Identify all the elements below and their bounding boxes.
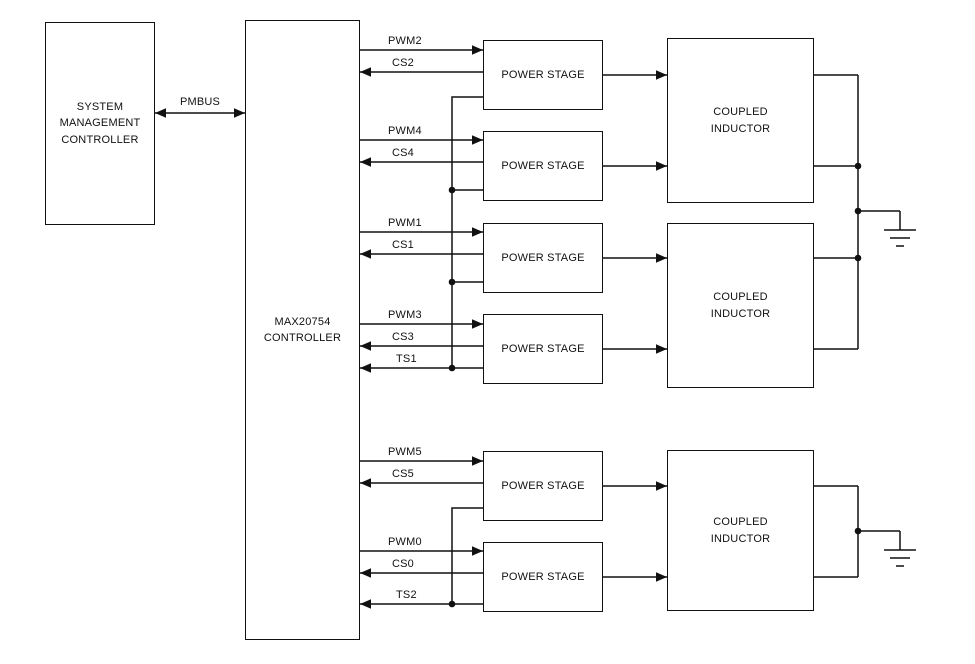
power-stage-4-label: POWER STAGE <box>501 342 585 355</box>
coupled-inductor-3-label: COUPLED INDUCTOR <box>710 516 771 545</box>
ts2-label: TS2 <box>396 589 417 601</box>
arrow-ps5-out <box>656 481 667 491</box>
box-power-stage-6: POWER STAGE <box>483 542 603 612</box>
power-stage-3-label: POWER STAGE <box>501 251 585 264</box>
coupled-inductor-2-label: COUPLED INDUCTOR <box>710 291 771 320</box>
box-power-stage-5: POWER STAGE <box>483 451 603 521</box>
arrow-cs5 <box>360 478 371 488</box>
arrow-ps3-out <box>656 253 667 263</box>
arrow-pwm4 <box>472 135 483 145</box>
box-coupled-inductor-3: COUPLED INDUCTOR <box>667 450 814 611</box>
ground-symbol-top <box>884 211 916 247</box>
arrow-cs3 <box>360 341 371 351</box>
arrow-cs4 <box>360 157 371 167</box>
arrow-ps1-out <box>656 70 667 80</box>
arrow-pmbus-right <box>234 108 245 118</box>
output-bus-bottom <box>814 485 900 578</box>
arrow-ps4-out <box>656 344 667 354</box>
cs5-label: CS5 <box>392 468 414 480</box>
wire-ts1 <box>360 96 483 369</box>
system-management-controller-label: SYSTEM MANAGEMENT CONTROLLER <box>59 100 141 146</box>
cs0-label: CS0 <box>392 558 414 570</box>
power-stage-1-label: POWER STAGE <box>501 68 585 81</box>
arrow-ts1 <box>360 363 371 373</box>
box-power-stage-4: POWER STAGE <box>483 314 603 384</box>
ground-symbol-bottom <box>884 531 916 567</box>
junction-dots <box>448 162 862 608</box>
arrow-cs0 <box>360 568 371 578</box>
box-coupled-inductor-2: COUPLED INDUCTOR <box>667 223 814 388</box>
arrow-pwm2 <box>472 45 483 55</box>
wire-ts2 <box>360 507 483 605</box>
output-bus-top <box>814 74 900 350</box>
power-stage-6-label: POWER STAGE <box>501 570 585 583</box>
box-max20754-controller: MAX20754 CONTROLLER <box>245 20 360 640</box>
box-power-stage-1: POWER STAGE <box>483 40 603 110</box>
arrow-pwm0 <box>472 546 483 556</box>
ts1-label: TS1 <box>396 353 417 365</box>
arrow-ts2 <box>360 599 371 609</box>
arrow-ps6-out <box>656 572 667 582</box>
power-stage-5-label: POWER STAGE <box>501 479 585 492</box>
cs2-label: CS2 <box>392 57 414 69</box>
pwm1-label: PWM1 <box>388 217 422 229</box>
arrow-pwm1 <box>472 227 483 237</box>
arrow-cs1 <box>360 249 371 259</box>
pwm0-label: PWM0 <box>388 536 422 548</box>
arrow-pwm5 <box>472 456 483 466</box>
arrow-pwm3 <box>472 319 483 329</box>
arrow-cs2 <box>360 67 371 77</box>
pwm3-label: PWM3 <box>388 309 422 321</box>
cs4-label: CS4 <box>392 147 414 159</box>
arrow-pmbus-left <box>155 108 166 118</box>
arrow-ps2-out <box>656 161 667 171</box>
arrowheads <box>155 45 667 609</box>
pwm2-label: PWM2 <box>388 35 422 47</box>
box-power-stage-3: POWER STAGE <box>483 223 603 293</box>
pmbus-label: PMBUS <box>179 96 221 108</box>
coupled-inductor-1-label: COUPLED INDUCTOR <box>710 106 771 135</box>
cs1-label: CS1 <box>392 239 414 251</box>
max20754-controller-label: MAX20754 CONTROLLER <box>263 315 342 345</box>
pwm4-label: PWM4 <box>388 125 422 137</box>
box-system-management-controller: SYSTEM MANAGEMENT CONTROLLER <box>45 22 155 225</box>
cs3-label: CS3 <box>392 331 414 343</box>
pwm5-label: PWM5 <box>388 446 422 458</box>
box-power-stage-2: POWER STAGE <box>483 131 603 201</box>
box-coupled-inductor-1: COUPLED INDUCTOR <box>667 38 814 203</box>
power-stage-2-label: POWER STAGE <box>501 159 585 172</box>
